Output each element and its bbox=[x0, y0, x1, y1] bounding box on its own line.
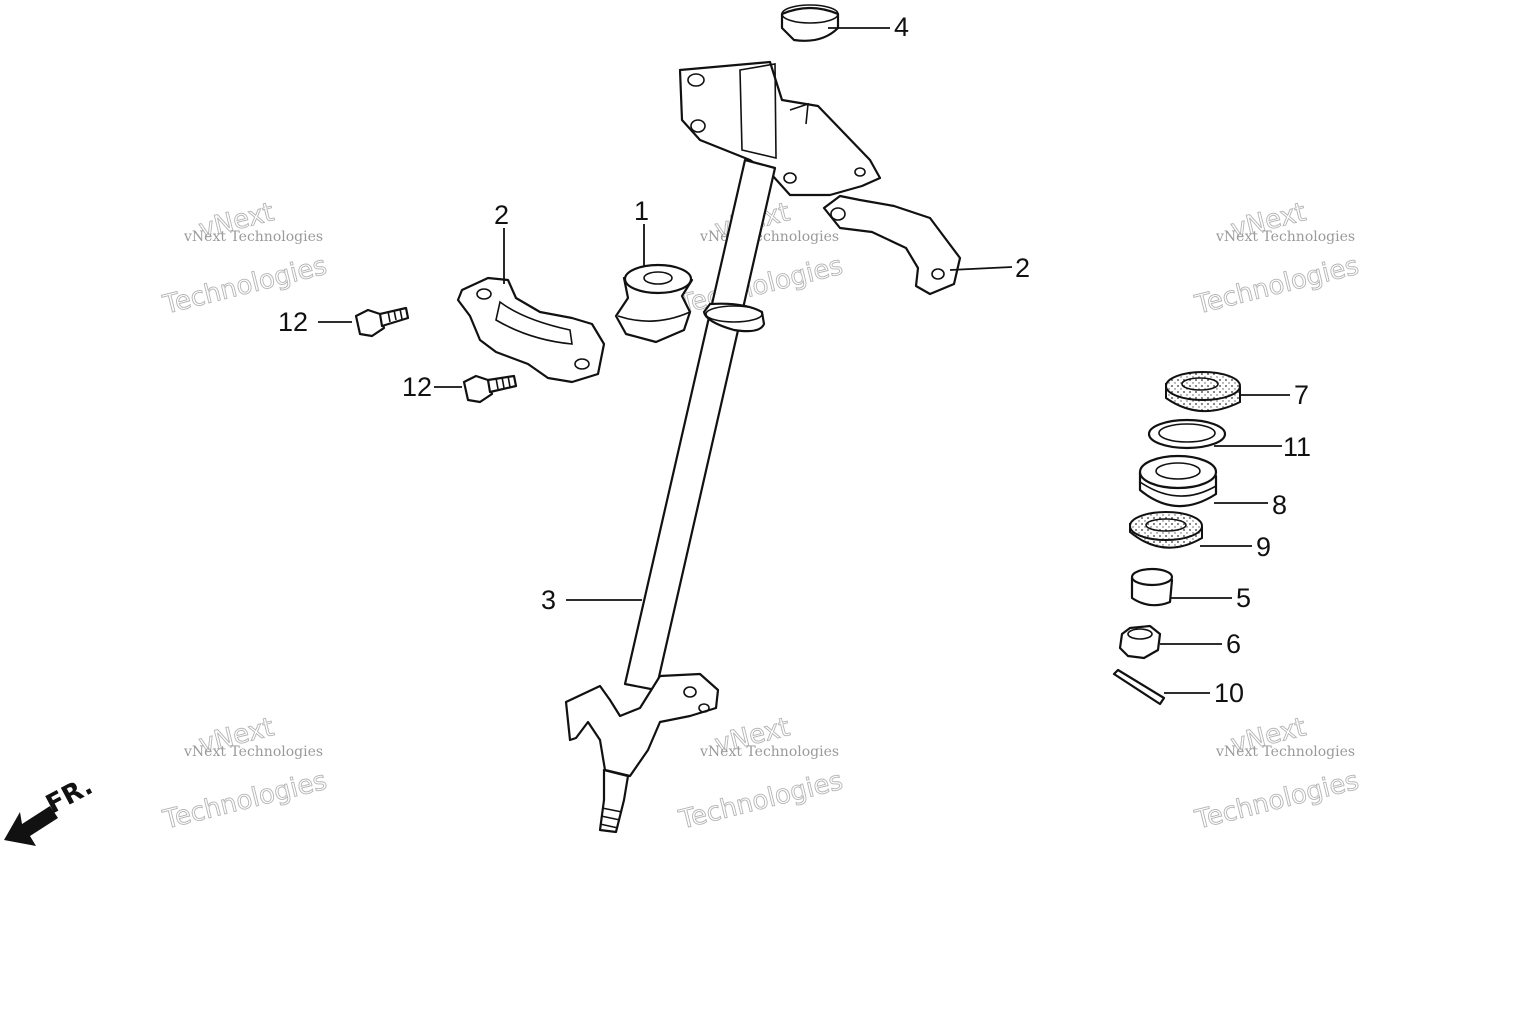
rubber-bushing bbox=[614, 263, 694, 344]
callout-12-upper: 12 bbox=[278, 307, 308, 337]
top-grommet bbox=[780, 4, 840, 42]
dust-seal bbox=[1165, 371, 1241, 412]
collar bbox=[1130, 567, 1174, 607]
callout-5: 5 bbox=[1236, 583, 1251, 613]
callout-8: 8 bbox=[1272, 490, 1287, 520]
oil-seal bbox=[1129, 511, 1203, 549]
callout-6: 6 bbox=[1226, 629, 1241, 659]
watermark-tile: vNext vNext Technologies Technologies bbox=[675, 712, 846, 836]
watermark-text: vNext Technologies bbox=[183, 744, 323, 760]
arrow-down-left-icon bbox=[4, 806, 58, 846]
callout-7: 7 bbox=[1294, 380, 1309, 410]
callout-2-right: 2 bbox=[1015, 253, 1030, 283]
bearing bbox=[1138, 454, 1218, 508]
watermark-tile: vNext vNext Technologies Technologies bbox=[1191, 197, 1362, 321]
bolt-upper bbox=[354, 306, 410, 338]
callout-3: 3 bbox=[541, 585, 556, 615]
front-direction-indicator: FR. bbox=[4, 771, 98, 846]
watermark-text: Technologies bbox=[676, 766, 846, 836]
callout-4: 4 bbox=[894, 12, 909, 42]
callout-12-lower: 12 bbox=[402, 372, 432, 402]
watermark-text: Technologies bbox=[160, 766, 330, 836]
watermark-tile: vNext vNext Technologies Technologies bbox=[1191, 712, 1362, 836]
watermark-text: vNext Technologies bbox=[699, 744, 839, 760]
watermark-text: vNext Technologies bbox=[183, 229, 323, 245]
callout-9: 9 bbox=[1256, 532, 1271, 562]
callout-1: 1 bbox=[634, 196, 649, 226]
cotter-pin bbox=[1112, 668, 1166, 706]
leader-lines bbox=[318, 27, 1290, 694]
clamp-right bbox=[822, 194, 962, 296]
bolt-lower bbox=[462, 374, 518, 404]
watermark-text: vNext Technologies bbox=[1215, 744, 1355, 760]
watermark-text: vNext Technologies bbox=[1215, 229, 1355, 245]
watermark-text: Technologies bbox=[1192, 766, 1362, 836]
castle-nut bbox=[1118, 624, 1162, 660]
watermark-text: Technologies bbox=[1192, 251, 1362, 321]
callout-labels: 1 2 2 3 4 5 6 7 8 9 10 11 12 12 bbox=[278, 12, 1311, 708]
callout-11: 11 bbox=[1283, 432, 1311, 462]
circlip bbox=[1147, 418, 1227, 450]
steering-shaft bbox=[564, 60, 882, 834]
watermark-tile: vNext vNext Technologies Technologies bbox=[159, 197, 330, 321]
watermark-text: vNext Technologies bbox=[699, 229, 839, 245]
callout-2-left: 2 bbox=[494, 200, 509, 230]
clamp-left bbox=[456, 276, 606, 384]
callout-10: 10 bbox=[1214, 678, 1244, 708]
watermark-tile: vNext vNext Technologies Technologies bbox=[159, 712, 330, 836]
